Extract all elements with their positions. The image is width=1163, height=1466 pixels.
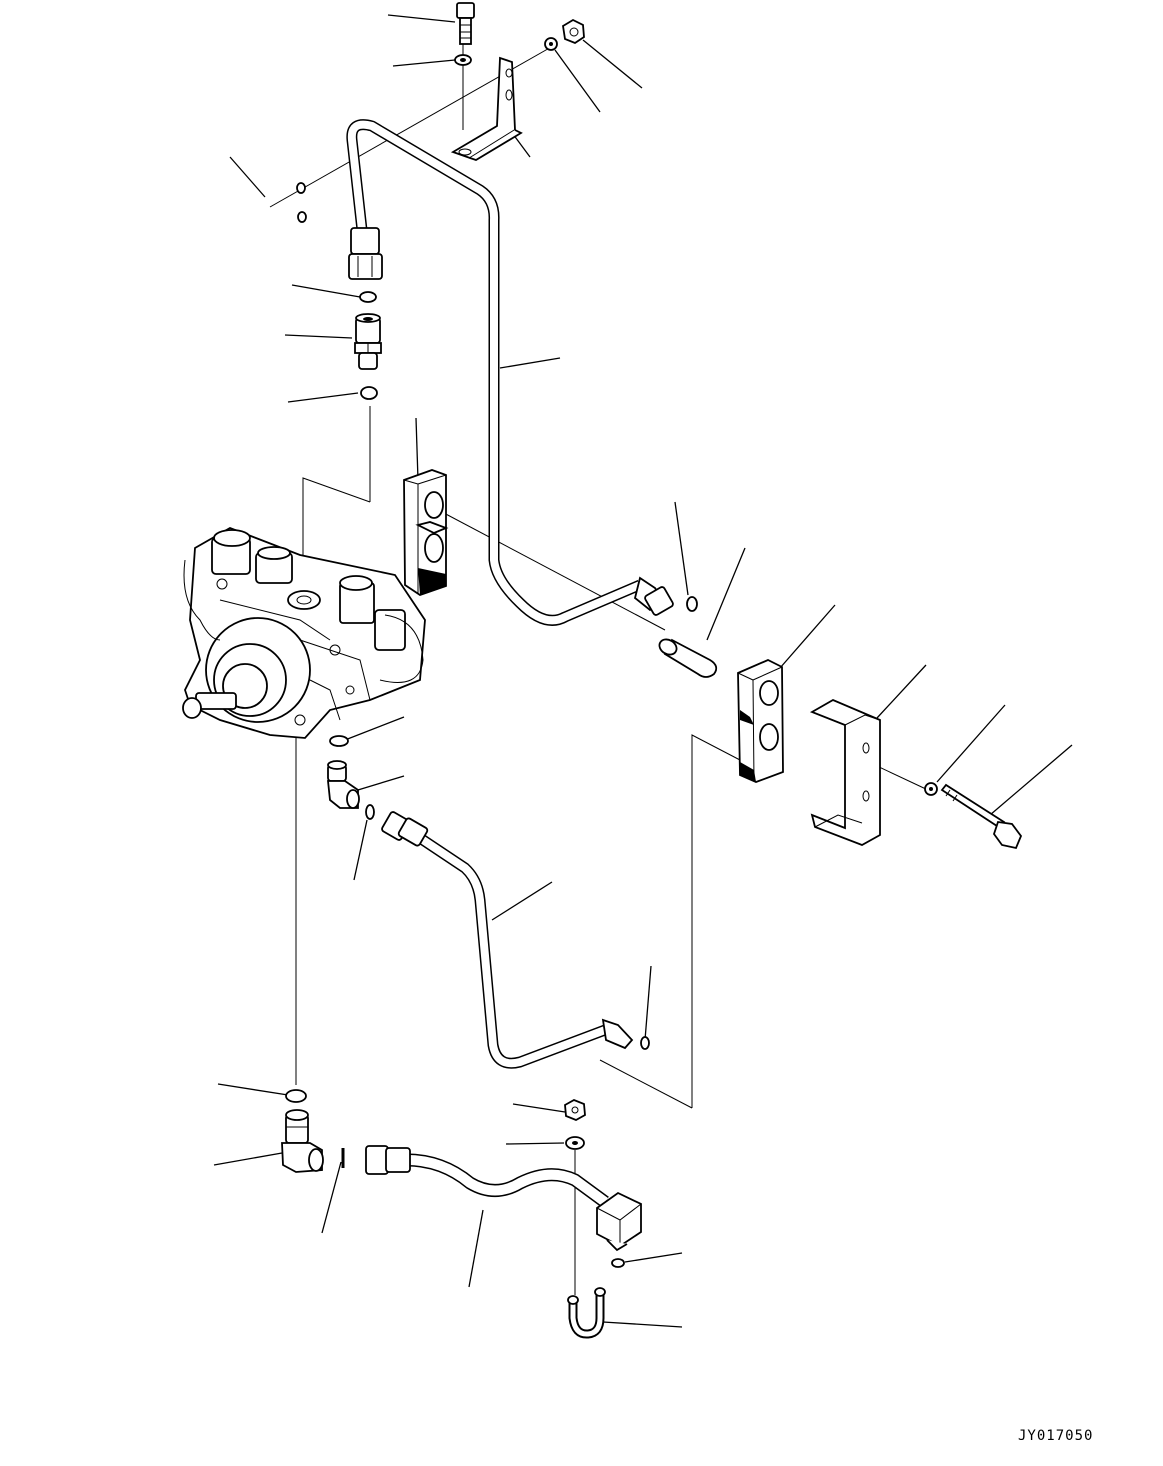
o-ring-upper-2: [360, 386, 378, 400]
bottom-tube: [365, 1145, 642, 1252]
elbow-fitting-small: [327, 760, 360, 809]
long-bolt: [940, 783, 1023, 850]
o-ring-right-1: [686, 596, 698, 612]
bottom-washer: [565, 1136, 585, 1150]
spacer-tube: [658, 638, 718, 678]
top-washer: [454, 54, 472, 66]
elbow-fitting-bottom: [281, 1109, 324, 1173]
hydraulic-pump: [182, 527, 426, 739]
middle-tube: [381, 811, 634, 1069]
l-bracket: [450, 56, 523, 161]
o-ring-upper-1: [359, 291, 377, 303]
u-clip-top: [260, 182, 307, 225]
long-tube: [346, 119, 674, 626]
o-ring-mid-1: [365, 804, 375, 820]
right-washer: [924, 782, 938, 796]
clamp-block-upper: [403, 469, 449, 596]
top-small-washer: [544, 37, 558, 51]
u-bolt-bottom: [567, 1287, 606, 1339]
c-bracket: [809, 698, 881, 846]
top-bolt: [456, 2, 475, 45]
bottom-nut: [564, 1099, 586, 1121]
o-ring-bottom-left: [285, 1089, 307, 1103]
connector-fitting: [354, 313, 382, 370]
o-ring-bottom-right: [611, 1258, 625, 1268]
o-ring-mid-2: [640, 1036, 650, 1050]
drawing-code: JY017050: [1018, 1428, 1094, 1444]
o-ring-pump-outlet: [329, 735, 349, 747]
top-nut: [562, 18, 585, 45]
clamp-block-lower: [737, 659, 784, 783]
leader-lines: [213, 14, 1073, 1328]
